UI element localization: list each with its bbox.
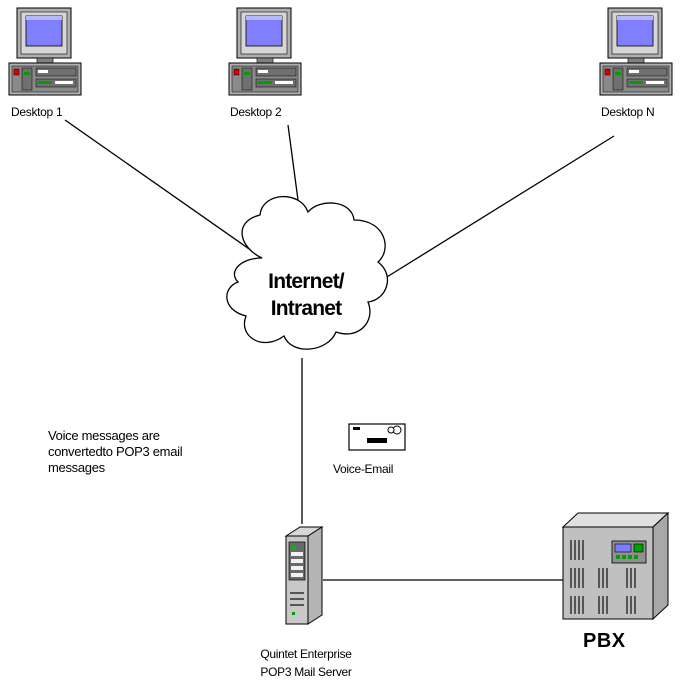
envelope-icon [348, 423, 406, 451]
tower-server-icon [284, 526, 324, 625]
link-desktop1-cloud [64, 119, 263, 259]
mail-server-label: Quintet Enterprise POP3 Mail Server [241, 647, 371, 679]
note-line3: messages [48, 460, 105, 475]
voice-email-label: Voice-Email [333, 462, 394, 476]
connections [64, 119, 615, 581]
desktopN-label: Desktop N [601, 105, 655, 119]
cloud-label-line2: Intranet [270, 297, 342, 320]
mail-server-line2: POP3 Mail Server [260, 665, 352, 679]
mail-server-line1: Quintet Enterprise [260, 647, 352, 661]
desktop1-label: Desktop 1 [11, 105, 63, 119]
note-line1: Voice messages are [48, 428, 160, 443]
pbx-label: PBX [583, 630, 626, 652]
desktop2-computer-icon [228, 7, 302, 96]
pbx-cabinet-icon [561, 511, 670, 621]
link-desktopN-cloud [381, 135, 615, 281]
cloud-icon [226, 195, 389, 350]
cloud-label: Internet/ Intranet [236, 268, 376, 322]
desktop2-label: Desktop 2 [230, 105, 282, 119]
note-line2: convertedto POP3 email [48, 444, 183, 459]
conversion-note: Voice messages are convertedto POP3 emai… [48, 428, 183, 476]
desktopN-computer-icon [599, 7, 673, 96]
cloud-label-line1: Internet/ [268, 270, 344, 293]
desktop1-computer-icon [8, 7, 82, 96]
